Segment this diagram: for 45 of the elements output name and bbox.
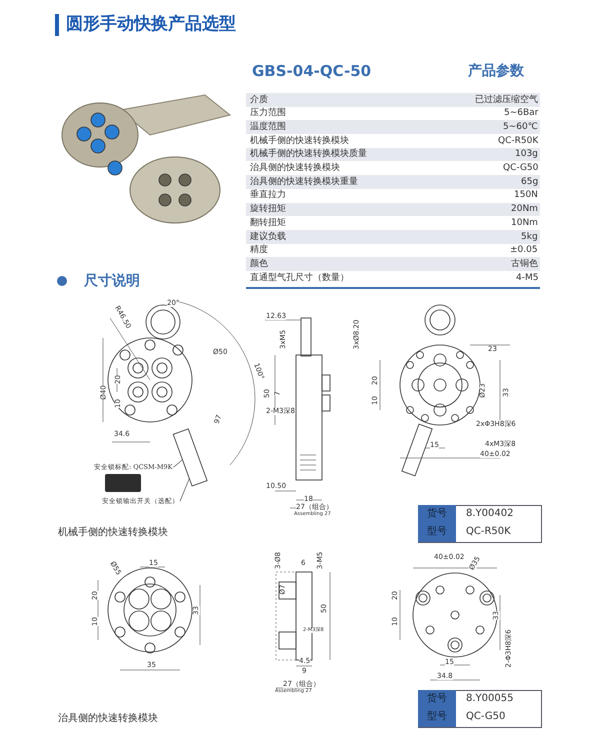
table-cell: QC-R50K bbox=[466, 527, 511, 537]
parameter-value: QC-R50K bbox=[498, 136, 538, 146]
parameter-value: 已过滤压缩空气 bbox=[475, 96, 538, 104]
table-cell: QC-G50 bbox=[466, 712, 506, 722]
drawing-caption: 治具侧的快速转换模块 bbox=[58, 714, 158, 724]
parameter-name: 机械手侧的快速转换模块 bbox=[250, 136, 349, 146]
leader-line bbox=[173, 459, 183, 468]
parameter-name: 压力范围 bbox=[250, 109, 286, 118]
parameter-value: 103g bbox=[515, 150, 538, 160]
model-heading: GBS-04-QC-50 bbox=[252, 64, 372, 79]
parameter-name: 垂直拉力 bbox=[250, 191, 286, 200]
parameter-value: 5~6Bar bbox=[504, 109, 538, 118]
parameter-value: 10Nm bbox=[511, 218, 538, 228]
leader-line bbox=[180, 478, 190, 502]
parameter-value: 4-M5 bbox=[516, 274, 538, 283]
parameter-name: 精度 bbox=[250, 246, 268, 256]
header-cell: 货号 bbox=[427, 694, 447, 704]
parameter-name: 治具侧的快速转换模块重量 bbox=[250, 178, 358, 187]
parameter-value: QC-G50 bbox=[503, 164, 538, 173]
page-title: 圆形手动快换产品选型 bbox=[66, 16, 236, 33]
header-cell: 型号 bbox=[427, 527, 447, 537]
table-cell: 8.Y00402 bbox=[466, 509, 514, 519]
header-cell: 型号 bbox=[427, 712, 447, 722]
parameter-name: 介质 bbox=[250, 96, 268, 104]
parameter-value: 20Nm bbox=[511, 205, 538, 214]
parameter-value: 古铜色 bbox=[511, 260, 538, 269]
parameter-name: 治具侧的快速转换模块 bbox=[250, 164, 340, 173]
parameter-name: 直通型气孔尺寸（数量） bbox=[250, 274, 349, 283]
parameter-name: 翻转扭矩 bbox=[250, 218, 286, 228]
parameter-value: 150N bbox=[514, 191, 538, 200]
header-cell: 货号 bbox=[427, 509, 447, 519]
table-cell: 8.Y00055 bbox=[466, 694, 514, 704]
parameter-name: 机械手侧的快速转换模块质量 bbox=[250, 150, 367, 160]
safety-lock-drawing bbox=[172, 428, 208, 487]
section-heading: 产品参数 bbox=[468, 64, 524, 78]
section-heading: 尺寸说明 bbox=[84, 274, 140, 288]
parameter-value: ±0.05 bbox=[510, 246, 538, 256]
parameter-name: 旋转扭矩 bbox=[250, 205, 286, 214]
parameter-value: 5kg bbox=[521, 232, 538, 242]
parameter-name: 建议负载 bbox=[250, 232, 286, 242]
drawing-caption: 机械手侧的快速转换模块 bbox=[58, 528, 168, 538]
parameter-value: 5~60℃ bbox=[503, 122, 538, 132]
parameter-value: 65g bbox=[521, 178, 538, 187]
parameter-name: 颜色 bbox=[250, 260, 268, 269]
parameter-name: 温度范围 bbox=[250, 122, 286, 132]
